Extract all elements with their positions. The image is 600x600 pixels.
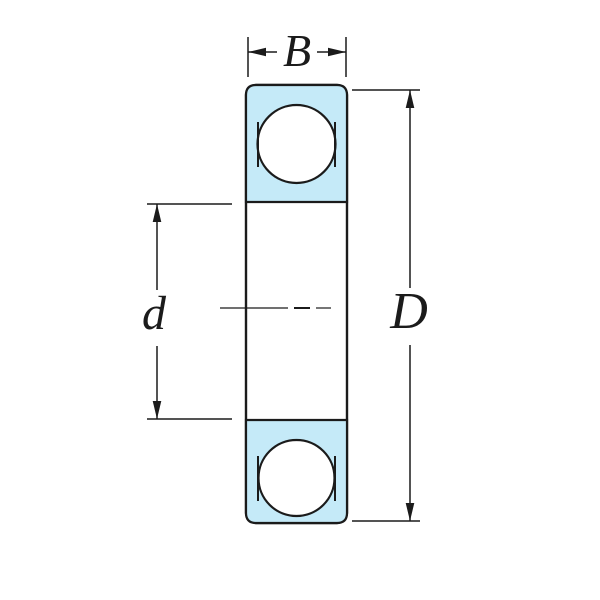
- label-width-B: B: [283, 25, 311, 76]
- b-arrow-left: [248, 47, 266, 57]
- top-ball: [256, 103, 337, 185]
- bottom-ball: [257, 438, 336, 518]
- dimension-width-B: B: [247, 25, 347, 77]
- d-arrow-up: [152, 204, 162, 222]
- dimension-bore-d: d: [142, 203, 232, 420]
- dimension-outer-D: D: [352, 89, 428, 522]
- label-bore-d: d: [142, 287, 167, 340]
- label-outer-D: D: [389, 283, 428, 340]
- D-arrow-up: [405, 90, 415, 108]
- d-arrow-down: [152, 401, 162, 419]
- b-arrow-right: [328, 47, 346, 57]
- line-art: B d D: [142, 25, 428, 525]
- D-arrow-down: [405, 503, 415, 521]
